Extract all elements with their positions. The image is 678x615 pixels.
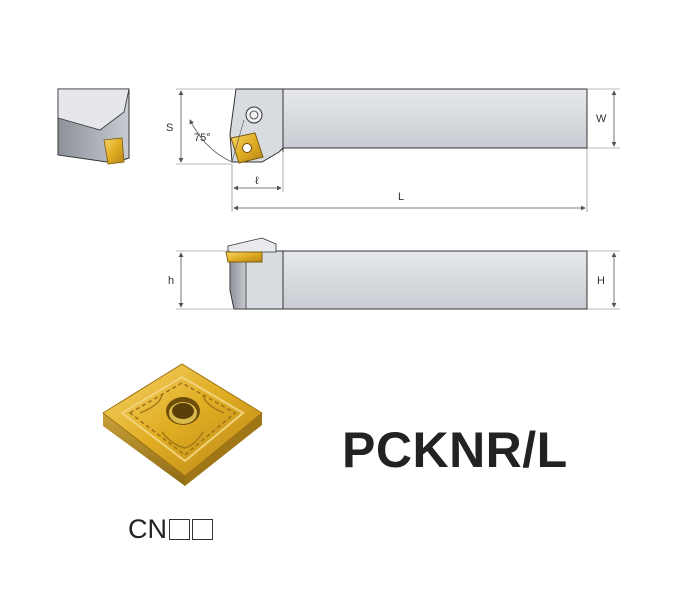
insert-code-text: CN	[128, 514, 167, 544]
dim-w-label: W	[596, 113, 607, 125]
dim-h-small-label: h	[168, 275, 174, 287]
insert-3d-icon	[102, 363, 263, 486]
model-code: PCKNR/L	[342, 422, 568, 478]
dim-s-label: S	[166, 122, 173, 134]
dim-l-small-label: ℓ	[255, 175, 259, 187]
insert-code-label: CN	[128, 512, 213, 546]
dim-l-label: L	[398, 191, 404, 203]
angle-label: 75°	[194, 132, 211, 144]
placeholder-box-icon	[169, 519, 190, 540]
shank-side	[282, 250, 588, 310]
insert-end-icon	[103, 137, 125, 165]
placeholder-box-icon	[192, 519, 213, 540]
clamp-screw-icon	[245, 106, 263, 124]
side-view: h H	[168, 237, 620, 310]
insert-side-icon	[225, 251, 263, 263]
top-view: 75° S W ℓ L	[166, 88, 620, 212]
shank-top	[282, 88, 588, 149]
dim-h-label: H	[597, 275, 605, 287]
end-view	[57, 88, 130, 165]
